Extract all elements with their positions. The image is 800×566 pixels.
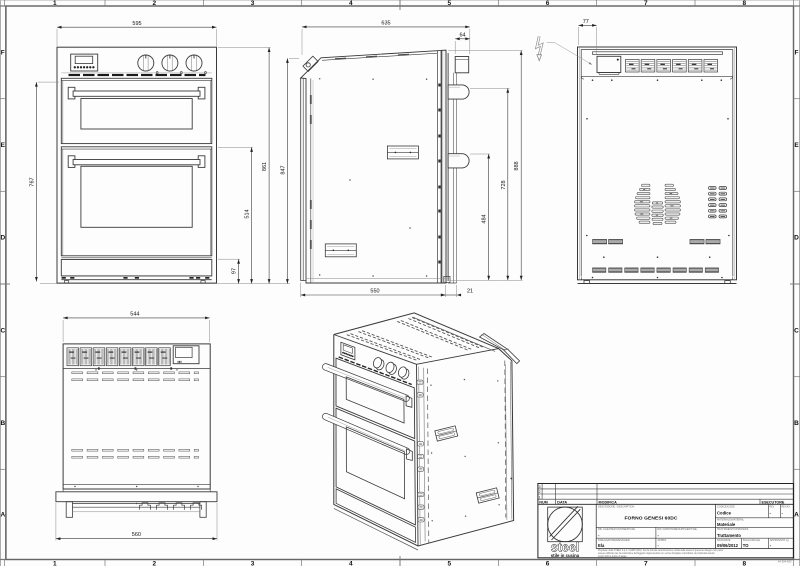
svg-text:REV.: REV.: [770, 507, 776, 509]
svg-text:DATA: DATA: [557, 500, 567, 504]
svg-text:APPROVATO Lg: APPROVATO Lg: [770, 539, 789, 542]
svg-text:21: 21: [467, 288, 473, 294]
svg-text:▮▮▮: ▮▮▮: [177, 361, 182, 364]
svg-text:DESCRIZIONE / DESCRIPTION: DESCRIZIONE / DESCRIPTION: [598, 506, 634, 509]
svg-text:3: 3: [251, 561, 255, 566]
svg-text:Trattamento: Trattamento: [717, 533, 741, 538]
svg-text:-: -: [782, 511, 784, 516]
svg-text:F: F: [1, 49, 5, 56]
svg-text:767: 767: [29, 177, 35, 186]
svg-text:Materiale: Materiale: [717, 522, 736, 527]
svg-text:544: 544: [130, 312, 139, 318]
svg-text:TO: TO: [743, 543, 749, 548]
svg-text:861: 861: [262, 162, 268, 171]
svg-text:728: 728: [501, 180, 507, 189]
svg-text:6: 6: [546, 561, 550, 566]
svg-text:A: A: [0, 511, 5, 518]
svg-text:DATA/DATE: DATA/DATE: [717, 539, 731, 542]
svg-text:Proprieta' della STEEL S.p.A.: Proprieta' della STEEL S.p.A. CARPI (MO)…: [598, 549, 724, 552]
svg-text:6: 6: [546, 0, 550, 7]
svg-text:E: E: [794, 142, 799, 149]
svg-text:77: 77: [583, 19, 589, 25]
svg-text:-: -: [770, 543, 772, 548]
svg-text:-: -: [658, 533, 660, 538]
svg-text:TRATTAMENTO/PROCESS: TRATTAMENTO/PROCESS: [717, 528, 749, 531]
svg-text:C: C: [0, 327, 5, 334]
svg-text:484: 484: [482, 214, 488, 223]
svg-text:C: C: [794, 327, 799, 334]
svg-text:2: 2: [152, 561, 156, 566]
svg-text:2: 2: [539, 490, 541, 494]
svg-text:CODICE/CODE: CODICE/CODE: [717, 506, 735, 509]
svg-text:MATERIALE/MATERIAL: MATERIALE/MATERIAL: [717, 519, 745, 522]
svg-text:7: 7: [644, 0, 648, 7]
svg-text:MODIFICA: MODIFICA: [599, 500, 618, 504]
svg-text:A: A: [794, 511, 799, 518]
svg-text:-: -: [770, 511, 772, 516]
svg-text:847: 847: [280, 165, 286, 174]
svg-text:E: E: [1, 142, 6, 149]
svg-text:F: F: [795, 49, 799, 56]
svg-text:SCALA/SCALE: SCALA/SCALE: [743, 539, 760, 542]
svg-text:4: 4: [349, 561, 353, 566]
svg-text:8: 8: [742, 561, 746, 566]
svg-text:RIF. CLIENTE/CUSTOMER'S RE.: RIF. CLIENTE/CUSTOMER'S RE.: [598, 528, 636, 531]
svg-text:propri diritti a rigore di leg: propri diritti a rigore di legge.: [598, 555, 627, 558]
svg-text:Ela: Ela: [598, 543, 605, 548]
svg-text:FORNO GENESI 60DC: FORNO GENESI 60DC: [624, 515, 677, 521]
svg-text:B: B: [794, 420, 799, 427]
svg-text:5: 5: [447, 0, 451, 7]
svg-text:1: 1: [539, 495, 541, 499]
svg-text:514: 514: [245, 209, 251, 218]
svg-text:DISEGNATORE/DESIGNER: DISEGNATORE/DESIGNER: [598, 539, 630, 542]
svg-text:B: B: [0, 420, 5, 427]
svg-text:550: 550: [370, 288, 379, 294]
svg-text:64: 64: [459, 33, 465, 39]
svg-text:7: 7: [644, 561, 648, 566]
svg-text:steel: steel: [551, 541, 580, 555]
svg-text:2: 2: [152, 0, 156, 7]
svg-text:560: 560: [132, 532, 141, 538]
svg-text:888: 888: [514, 161, 520, 170]
svg-text:NUM: NUM: [539, 500, 547, 504]
svg-text:D: D: [794, 235, 799, 242]
svg-text:REV.AG.: REV.AG.: [782, 506, 791, 509]
svg-text:ESECUTORE: ESECUTORE: [762, 500, 785, 504]
svg-text:8: 8: [742, 0, 746, 7]
svg-text:Codice: Codice: [717, 511, 732, 516]
svg-text:RIF. FORNITORE/SUPPLIER'S RE.: RIF. FORNITORE/SUPPLIER'S RE.: [658, 528, 698, 531]
svg-text:APPRO.: APPRO.: [658, 539, 668, 542]
svg-text:A4 504-A03: A4 504-A03: [778, 559, 792, 563]
svg-text:5: 5: [447, 561, 451, 566]
svg-text:-: -: [658, 543, 660, 548]
svg-text:3: 3: [251, 0, 255, 7]
svg-text:D: D: [0, 235, 5, 242]
svg-text:635: 635: [381, 21, 390, 27]
svg-text:stile in cucina: stile in cucina: [551, 553, 580, 558]
svg-text:09/06/2012: 09/06/2012: [717, 543, 739, 548]
svg-text:1: 1: [53, 561, 57, 566]
svg-text:3: 3: [539, 485, 541, 489]
svg-text:97: 97: [232, 268, 238, 274]
svg-text:-: -: [598, 533, 600, 538]
svg-text:595: 595: [132, 21, 141, 27]
svg-text:essere utilizzato per la costr: essere utilizzato per la costruzione del…: [598, 552, 715, 555]
svg-text:1: 1: [53, 0, 57, 7]
svg-text:4: 4: [349, 0, 353, 7]
